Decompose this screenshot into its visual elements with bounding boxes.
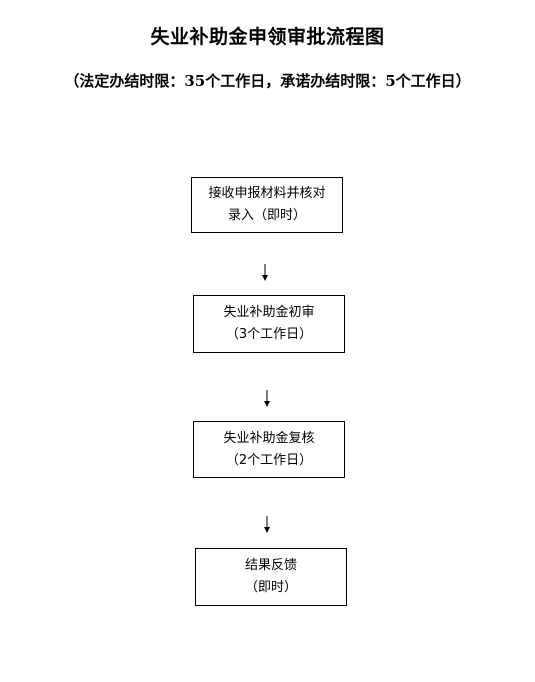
arrow-down-icon xyxy=(264,390,270,407)
page-subtitle: （法定办结时限：35个工作日，承诺办结时限：5个工作日） xyxy=(64,72,471,90)
page-title: 失业补助金申领审批流程图 xyxy=(150,26,385,48)
step-1-line-2: 录入（即时） xyxy=(227,208,306,223)
step-3-line-1: 失业补助金复核 xyxy=(223,430,315,446)
step-initial-review: 失业补助金初审 （3个工作日） xyxy=(193,295,345,353)
step-2-line-2: （3个工作日） xyxy=(225,327,313,342)
step-4-line-1: 结果反馈 xyxy=(244,558,297,573)
arrow-down-icon xyxy=(264,516,270,533)
step-re-review: 失业补助金复核 （2个工作日） xyxy=(193,421,345,478)
step-1-line-1: 接收申报材料并核对 xyxy=(208,186,326,201)
step-receive-materials: 接收申报材料并核对 录入（即时） xyxy=(191,177,343,233)
step-3-line-2: （2个工作日） xyxy=(225,452,313,468)
step-4-line-2: （即时） xyxy=(244,580,297,595)
step-result-feedback: 结果反馈 （即时） xyxy=(195,548,347,606)
step-2-line-1: 失业补助金初审 xyxy=(223,305,315,320)
arrow-down-icon xyxy=(262,264,268,281)
